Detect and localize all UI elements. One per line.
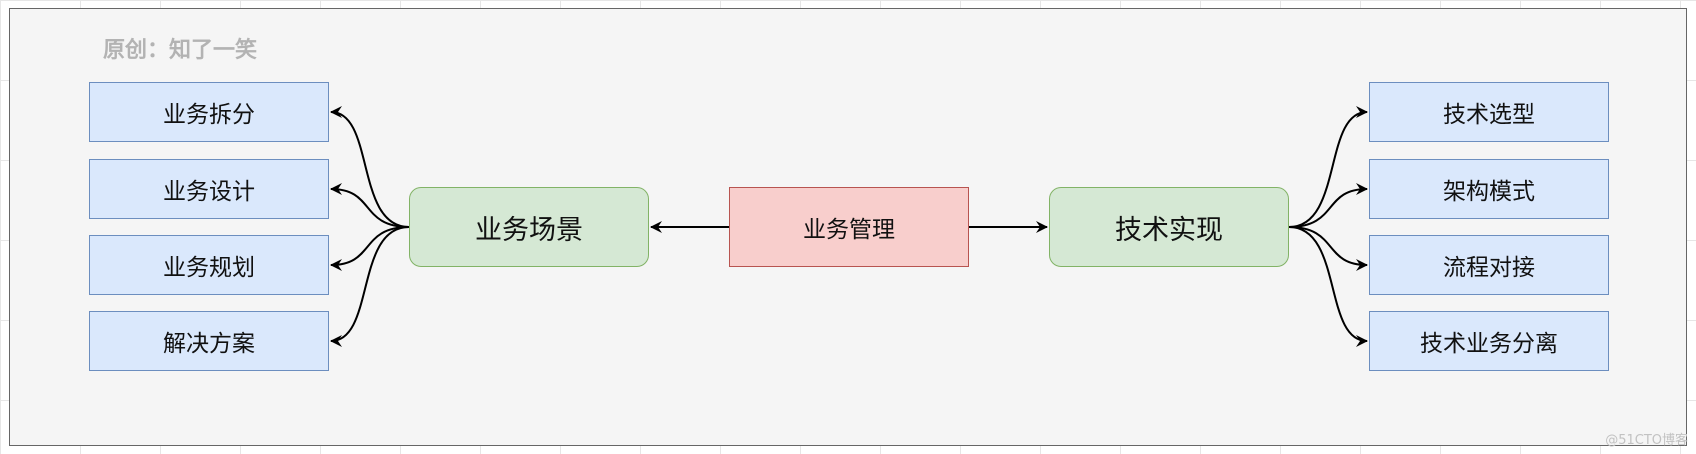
leaf-node-tech-selection[interactable]: 技术选型 — [1369, 82, 1609, 142]
edge-left-hub-to-leaf-3 — [330, 226, 410, 271]
watermark-text: @51CTO博客 — [1605, 433, 1688, 448]
root-node-business-management[interactable]: 业务管理 — [729, 187, 969, 267]
leaf-node-business-split[interactable]: 业务拆分 — [89, 82, 329, 142]
leaf-node-business-design[interactable]: 业务设计 — [89, 159, 329, 219]
edge-left-hub-to-leaf-1 — [330, 106, 410, 228]
leaf-node-architecture-pattern[interactable]: 架构模式 — [1369, 159, 1609, 219]
edge-left-hub-to-leaf-4 — [330, 226, 410, 347]
edge-right-hub-to-leaf-4 — [1288, 226, 1368, 347]
leaf-node-process-integration[interactable]: 流程对接 — [1369, 235, 1609, 295]
leaf-node-solution[interactable]: 解决方案 — [89, 311, 329, 371]
edge-right-hub-to-leaf-1 — [1288, 106, 1368, 228]
edge-left-hub-to-leaf-2 — [330, 183, 410, 228]
leaf-node-business-planning[interactable]: 业务规划 — [89, 235, 329, 295]
credit-label: 原创：知了一笑 — [103, 38, 258, 63]
edge-right-hub-to-leaf-2 — [1288, 183, 1368, 228]
edge-right-hub-to-leaf-3 — [1288, 226, 1368, 271]
hub-node-business-scenario[interactable]: 业务场景 — [409, 187, 649, 267]
hub-node-technical-implementation[interactable]: 技术实现 — [1049, 187, 1289, 267]
leaf-node-tech-business-separation[interactable]: 技术业务分离 — [1369, 311, 1609, 371]
